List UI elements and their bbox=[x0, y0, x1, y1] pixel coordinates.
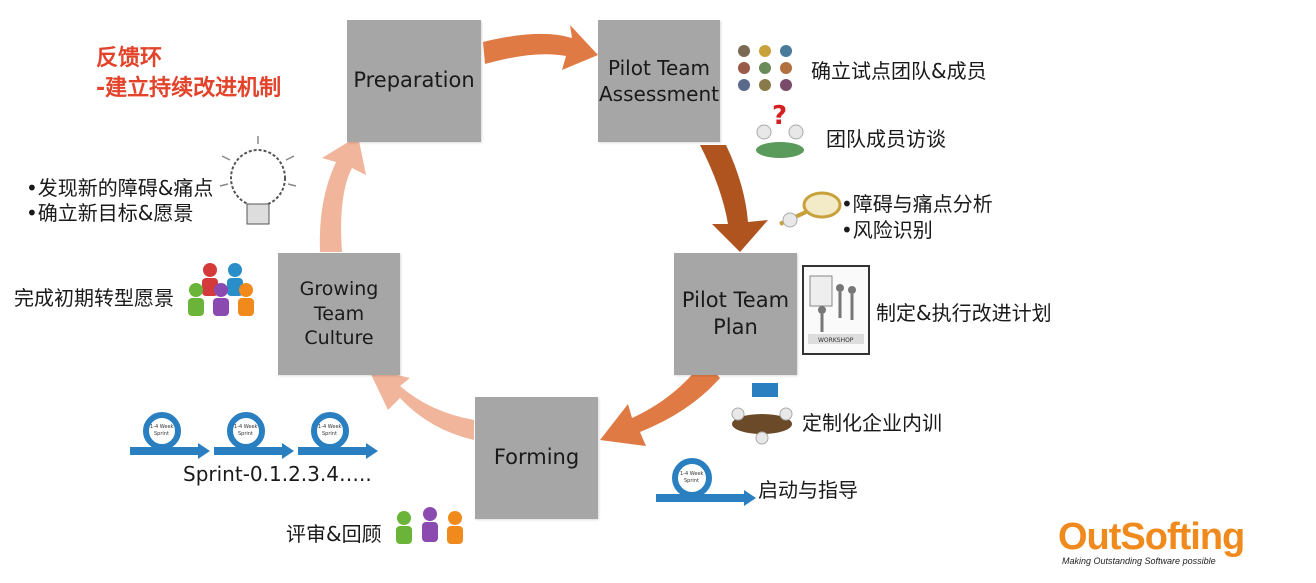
label-sprints: Sprint-0.1.2.3.4….. bbox=[183, 462, 372, 486]
sprint-icon-text: Sprint bbox=[238, 431, 253, 437]
label-interview: 团队成员访谈 bbox=[826, 127, 946, 151]
title-line-2: -建立持续改进机制 bbox=[96, 75, 282, 101]
sprint-icon-kickoff: 1-4 Week Sprint bbox=[656, 458, 756, 506]
label-risk: •风险识别 bbox=[841, 218, 933, 242]
box-assessment-label: Pilot Team Assessment bbox=[599, 56, 719, 106]
diagram-title: 反馈环 -建立持续改进机制 bbox=[96, 44, 281, 103]
sprint-icon-text: Sprint bbox=[684, 478, 699, 484]
label-analysis: •障碍与痛点分析 bbox=[841, 192, 993, 216]
box-preparation: Preparation bbox=[347, 20, 481, 142]
sprint-icon-3: 1-4 Week Sprint bbox=[298, 412, 378, 459]
label-vision: 完成初期转型愿景 bbox=[14, 286, 174, 310]
label-discover: •发现新的障碍&痛点 bbox=[26, 176, 214, 200]
title-line-1: 反馈环 bbox=[96, 46, 163, 71]
people-grid-icon bbox=[738, 45, 792, 91]
label-review: 评审&回顾 bbox=[286, 522, 382, 546]
sprint-icon-2: 1-4 Week Sprint bbox=[214, 412, 294, 459]
label-kickoff: 启动与指导 bbox=[758, 478, 858, 502]
box-pilot-team-plan: Pilot Team Plan bbox=[674, 253, 797, 375]
lightbulb-idea-icon bbox=[219, 136, 297, 225]
label-team-members: 确立试点团队&成员 bbox=[811, 59, 987, 83]
logo-wordmark: OutSofting bbox=[1058, 516, 1245, 558]
sprint-icon-text: 1-4 Week bbox=[150, 424, 174, 430]
box-preparation-label: Preparation bbox=[353, 68, 475, 93]
arrow-prep-to-assessment bbox=[483, 25, 598, 70]
workshop-text: WORKSHOP bbox=[818, 337, 854, 344]
outsofting-logo: OutSofting Making Outstanding Software p… bbox=[1058, 516, 1245, 566]
training-icon bbox=[731, 383, 793, 445]
arrow-assessment-to-plan bbox=[700, 145, 768, 252]
logo-wordmark-text: OutSofting bbox=[1058, 516, 1245, 558]
magnifier-icon bbox=[779, 191, 842, 228]
review-people-icon bbox=[396, 507, 463, 544]
workshop-icon: WORKSHOP bbox=[802, 265, 870, 355]
sprint-icon-text: Sprint bbox=[154, 431, 169, 437]
box-forming: Forming bbox=[475, 397, 598, 519]
label-training: 定制化企业内训 bbox=[802, 411, 942, 435]
arrow-forming-to-growing bbox=[368, 368, 474, 440]
box-plan-label: Pilot Team Plan bbox=[681, 287, 790, 339]
sprint-icon-text: Sprint bbox=[322, 431, 337, 437]
box-forming-label: Forming bbox=[493, 445, 580, 470]
sprint-icon-text: 1-4 Week bbox=[234, 424, 258, 430]
interview-icon: ? bbox=[756, 101, 804, 158]
logo-tagline: Making Outstanding Software possible bbox=[1062, 556, 1216, 566]
label-new-goal: •确立新目标&愿景 bbox=[26, 201, 194, 225]
arrow-plan-to-forming bbox=[600, 360, 720, 446]
box-pilot-team-assessment: Pilot Team Assessment bbox=[598, 20, 720, 142]
box-growing-label: Growing Team Culture bbox=[299, 277, 379, 350]
svg-text:?: ? bbox=[772, 101, 787, 131]
sprint-icon-text: 1-4 Week bbox=[680, 471, 704, 477]
sprint-icon-1: 1-4 Week Sprint bbox=[130, 412, 210, 459]
arrow-growing-to-preparation bbox=[319, 136, 366, 252]
team-people-icon bbox=[188, 263, 254, 316]
box-growing-team-culture: Growing Team Culture bbox=[278, 253, 400, 375]
label-improve-plan: 制定&执行改进计划 bbox=[876, 301, 1052, 325]
sprint-icon-text: 1-4 Week bbox=[318, 424, 342, 430]
